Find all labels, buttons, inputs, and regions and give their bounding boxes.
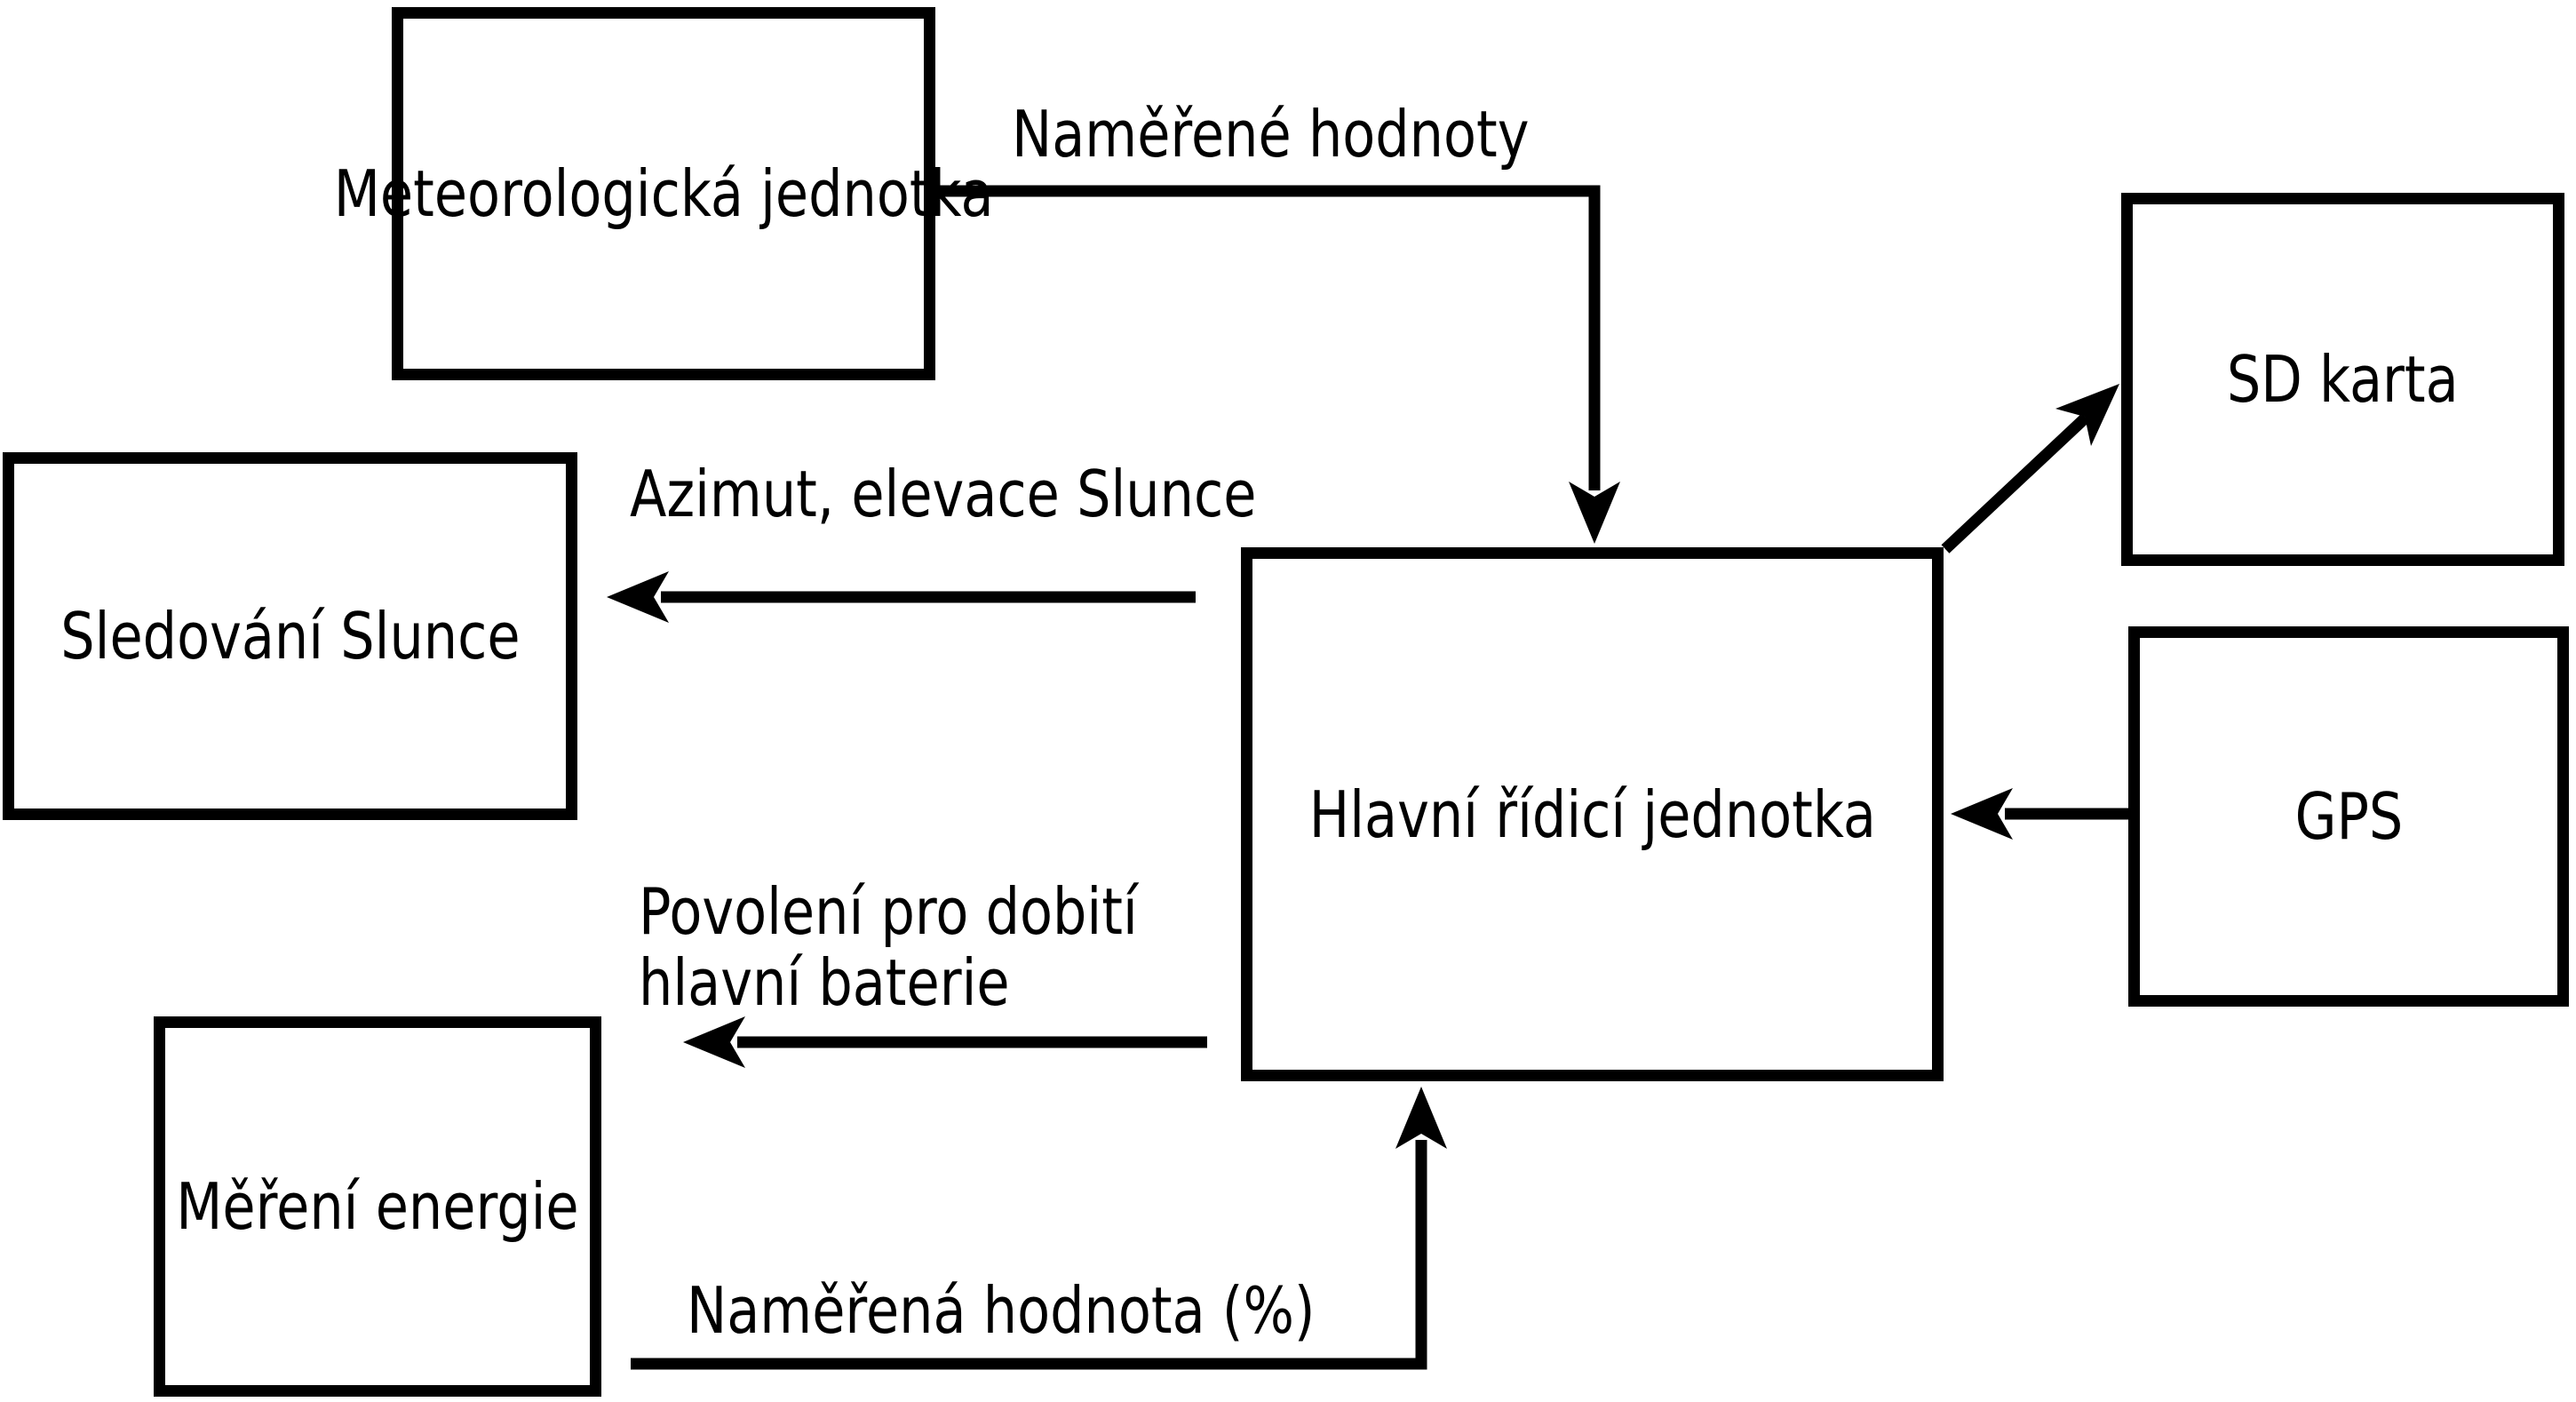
sun-tracking-label-line1: Sledování bbox=[60, 599, 323, 673]
sd-card-box: SD karta bbox=[2121, 193, 2564, 566]
gps-label: GPS bbox=[2294, 781, 2403, 852]
sun-tracking-label: Sledování Slunce bbox=[60, 601, 520, 672]
sd-card-label-line1: SD karta bbox=[2227, 342, 2459, 417]
arrow-meteo-to-main bbox=[935, 185, 1620, 544]
arrow-main-to-mereni bbox=[683, 1016, 1207, 1068]
measured-percentage-edge-label: Naměřená hodnota (%) bbox=[687, 1275, 1316, 1346]
sd-card-label: SD karta bbox=[2227, 344, 2459, 415]
charge-permission-edge-label-line1: Povolení pro dobití bbox=[639, 874, 1138, 949]
measured-values-edge-label: Naměřené hodnoty bbox=[1012, 99, 1530, 170]
meteorological-unit-label-line1: Meteorologická bbox=[333, 156, 743, 231]
meteorological-unit-box: Meteorologická jednotka bbox=[334, 7, 993, 380]
arrow-main-to-sd bbox=[1941, 384, 2119, 554]
azimuth-elevation-edge-label: Azimut, elevace Slunce bbox=[630, 458, 1256, 530]
energy-measurement-box: Měření energie bbox=[154, 1016, 601, 1397]
charge-permission-edge-label-line2: hlavní baterie bbox=[639, 945, 1010, 1020]
sun-tracking-label-line2: Slunce bbox=[339, 599, 521, 673]
energy-measurement-label-line2: energie bbox=[375, 1169, 579, 1244]
measured-percentage-edge-label-line1: Naměřená hodnota (%) bbox=[687, 1273, 1316, 1348]
sun-tracking-box: Sledování Slunce bbox=[3, 452, 577, 820]
meteorological-unit-label-line2: jednotka bbox=[759, 156, 994, 231]
energy-measurement-label-line1: Měření bbox=[176, 1169, 359, 1244]
gps-label-line1: GPS bbox=[2294, 779, 2403, 854]
energy-measurement-label: Měření energie bbox=[176, 1171, 578, 1242]
gps-box: GPS bbox=[2128, 626, 2569, 1007]
charge-permission-edge-label: Povolení pro dobití hlavní baterie bbox=[639, 876, 1138, 1018]
azimuth-elevation-edge-label-line1: Azimut, elevace Slunce bbox=[630, 457, 1257, 531]
arrow-mereni-to-main bbox=[631, 1087, 1447, 1370]
main-control-unit-label-line1: Hlavní řídicí jednotka bbox=[1308, 777, 1876, 852]
arrow-main-to-sledovani bbox=[607, 571, 1196, 623]
arrow-gps-to-main bbox=[1951, 788, 2128, 840]
measured-values-edge-label-line1: Naměřené hodnoty bbox=[1012, 97, 1530, 171]
meteorological-unit-label: Meteorologická jednotka bbox=[334, 158, 994, 229]
main-control-unit-label: Hlavní řídicí jednotka bbox=[1308, 779, 1875, 850]
main-control-unit-box: Hlavní řídicí jednotka bbox=[1241, 547, 1944, 1081]
